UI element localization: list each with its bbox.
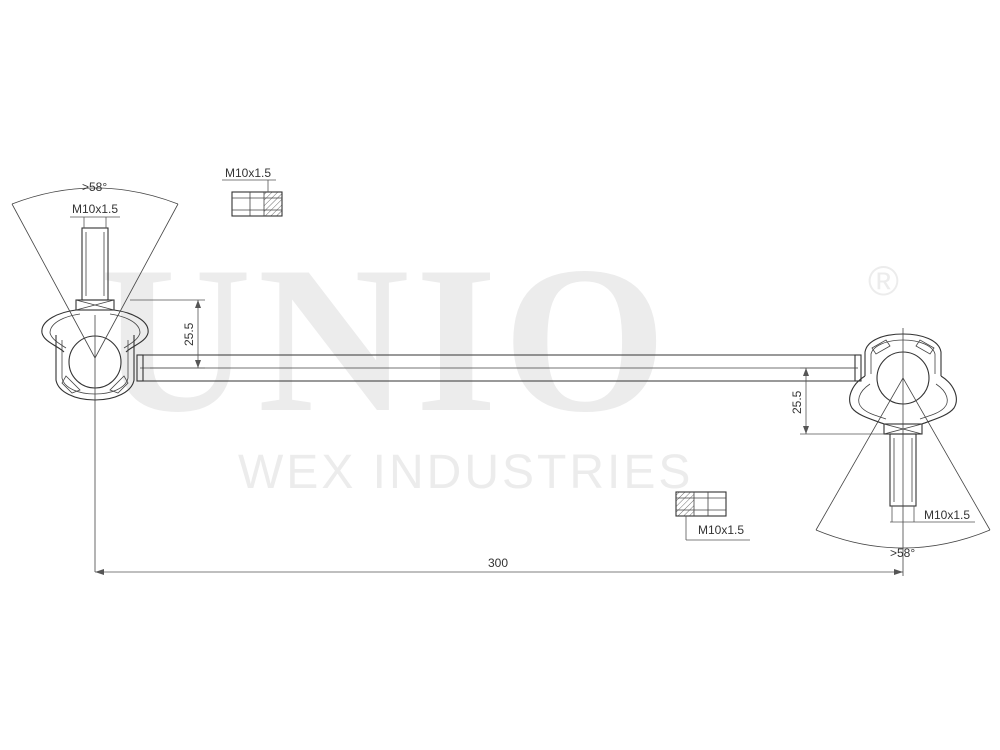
overall-length-label: 300 (488, 556, 508, 570)
link-rod (136, 354, 862, 382)
right-offset-label: 25.5 (790, 390, 804, 414)
left-ball-joint (11, 187, 179, 572)
left-thread-label: M10x1.5 (72, 202, 118, 216)
nut-top-thread-label: M10x1.5 (225, 166, 271, 180)
watermark: UNIO ® WEX INDUSTRIES (100, 224, 899, 499)
right-angle-label: >58° (890, 546, 915, 560)
dimension-labels: >58° M10x1.5 25.5 M10x1.5 M10x1.5 25.5 M… (72, 166, 970, 570)
watermark-brand: UNIO (100, 224, 672, 456)
right-thread-label: M10x1.5 (924, 508, 970, 522)
nut-bottom (675, 491, 750, 541)
watermark-registered-mark: ® (868, 257, 899, 304)
watermark-company: WEX INDUSTRIES (238, 446, 693, 499)
left-offset-label: 25.5 (182, 322, 196, 346)
nut-bottom-thread-label: M10x1.5 (698, 523, 744, 537)
left-angle-label: >58° (82, 180, 107, 194)
nut-top (222, 179, 283, 217)
right-ball-joint (815, 328, 991, 576)
dimension-lines (70, 216, 975, 575)
